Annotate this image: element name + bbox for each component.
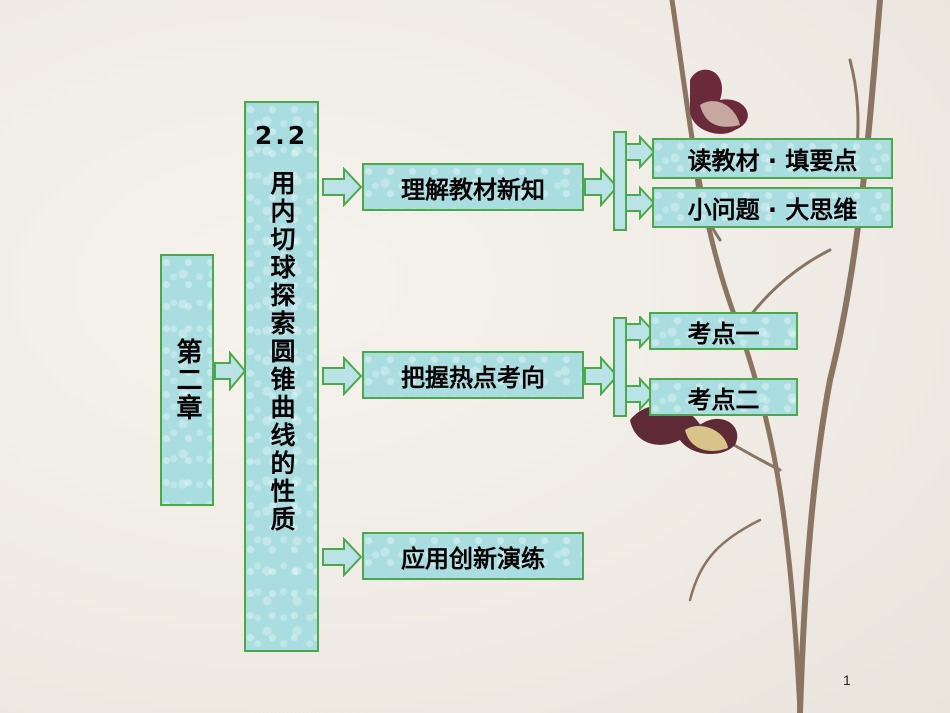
level3-label: 考点二 [687, 385, 760, 414]
flower-icon [690, 69, 748, 134]
level2-box-2: 把握热点考向 [362, 351, 584, 399]
bracket-icon [613, 131, 656, 231]
section-number: 2.2 [254, 121, 309, 150]
section-title: 用内切球探索圆锥曲线的性质 [267, 170, 296, 534]
level2-label: 理解教材新知 [401, 175, 545, 204]
arrow-right-icon [322, 356, 362, 396]
level3-label: 小问题 · 大思维 [687, 196, 858, 224]
level2-box-3: 应用创新演练 [362, 532, 584, 580]
bracket-icon [613, 316, 656, 417]
level3-box-4: 考点二 [649, 378, 798, 416]
level3-label: 读教材 · 填要点 [687, 147, 858, 175]
level3-box-2: 小问题 · 大思维 [652, 187, 893, 228]
section-box: 2.2 用内切球探索圆锥曲线的性质 [244, 101, 319, 652]
flower-icon [630, 405, 738, 455]
level2-label: 应用创新演练 [401, 544, 545, 573]
chapter-label: 第二章 [172, 338, 202, 422]
arrow-right-icon [584, 167, 618, 207]
page-number: 1 [843, 672, 851, 688]
arrow-right-icon [322, 167, 362, 207]
level3-label: 考点一 [687, 319, 760, 348]
arrow-right-icon [322, 537, 362, 577]
level2-box-1: 理解教材新知 [362, 163, 584, 211]
arrow-right-icon [584, 356, 618, 396]
level2-label: 把握热点考向 [401, 363, 545, 392]
level3-box-1: 读教材 · 填要点 [652, 138, 893, 179]
chapter-box: 第二章 [160, 254, 214, 506]
level3-box-3: 考点一 [649, 312, 798, 350]
arrow-right-icon [214, 351, 246, 391]
